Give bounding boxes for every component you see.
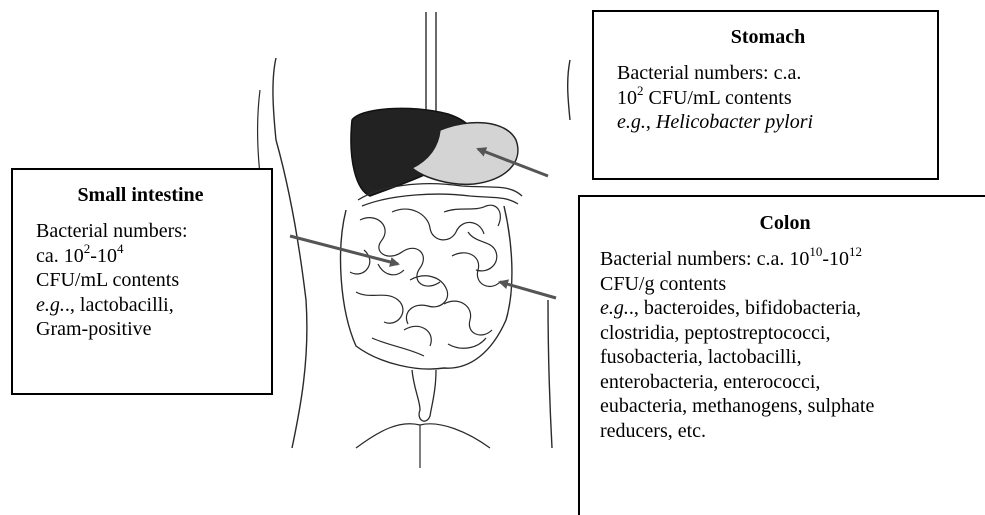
pubic-outline <box>356 424 490 468</box>
stomach-title: Stomach <box>617 26 929 49</box>
colon-example-line: clostridia, peptostreptococci, <box>600 322 830 344</box>
stomach-counts-label: Bacterial numbers: c.a. <box>617 62 801 84</box>
small-intestine-counts-label: Bacterial numbers: <box>36 220 188 242</box>
colon-base-low: 10 <box>789 248 809 270</box>
small-intestine-title: Small intestine <box>36 184 265 207</box>
colon-example-line: ., bacteroides, bifidobacteria, <box>629 297 861 319</box>
stomach-label-box: Stomach Bacterial numbers: c.a. 102 CFU/… <box>592 10 939 180</box>
torso-outline-right <box>548 60 570 448</box>
colon-unit: CFU/g contents <box>600 273 726 295</box>
small-intestine-base-low: 10 <box>64 245 84 267</box>
stomach-count-base: 10 <box>617 87 637 109</box>
small-intestine-base-high: 10 <box>97 245 117 267</box>
torso-outline-left <box>273 58 307 448</box>
colon-exp-high: 12 <box>849 244 862 259</box>
small-intestine-ca: ca. <box>36 245 64 267</box>
stomach-eg-comma: , <box>646 111 656 133</box>
colon-counts-label: Bacterial numbers: c.a. <box>600 248 789 270</box>
colon-exp-low: 10 <box>809 244 822 259</box>
colon-base-high: 10 <box>829 248 849 270</box>
small-intestine-eg: e.g. <box>36 294 65 316</box>
colon-example-line: fusobacteria, lactobacilli, <box>600 346 802 368</box>
colon-outline <box>341 206 512 369</box>
colon-title: Colon <box>600 212 985 235</box>
colon-example-line: eubacteria, methanogens, sulphate <box>600 395 874 417</box>
colon-eg: e.g. <box>600 297 629 319</box>
small-intestine-examples-1: ., lactobacilli, <box>65 294 174 316</box>
colon-arrow <box>500 282 556 298</box>
small-intestine-counts: Bacterial numbers: ca. 102-104 CFU/mL co… <box>36 219 265 342</box>
colon-label-box: Colon Bacterial numbers: c.a. 1010-1012 … <box>578 195 985 515</box>
rectum <box>412 370 436 421</box>
small-intestine-unit: CFU/mL contents <box>36 269 179 291</box>
gut-microbiota-diagram: Stomach Bacterial numbers: c.a. 102 CFU/… <box>0 0 985 504</box>
small-intestine-examples-2: Gram-positive <box>36 318 152 340</box>
small-intestine-label-box: Small intestine Bacterial numbers: ca. 1… <box>11 168 273 395</box>
small-intestine-exp-high: 4 <box>117 241 124 256</box>
stomach-eg: e.g. <box>617 111 646 133</box>
stomach-count-unit: CFU/mL contents <box>644 87 792 109</box>
colon-counts: Bacterial numbers: c.a. 1010-1012 CFU/g … <box>600 247 985 443</box>
stomach-counts: Bacterial numbers: c.a. 102 CFU/mL conte… <box>617 61 929 135</box>
small-intestine-exp-low: 2 <box>84 241 91 256</box>
stomach-count-exponent: 2 <box>637 83 644 98</box>
small-intestine-loops <box>350 205 500 356</box>
small-intestine-sep: - <box>90 245 97 267</box>
colon-example-line: enterobacteria, enterococci, <box>600 371 820 393</box>
stomach-example: Helicobacter pylori <box>656 111 813 133</box>
colon-example-line: reducers, etc. <box>600 420 706 442</box>
